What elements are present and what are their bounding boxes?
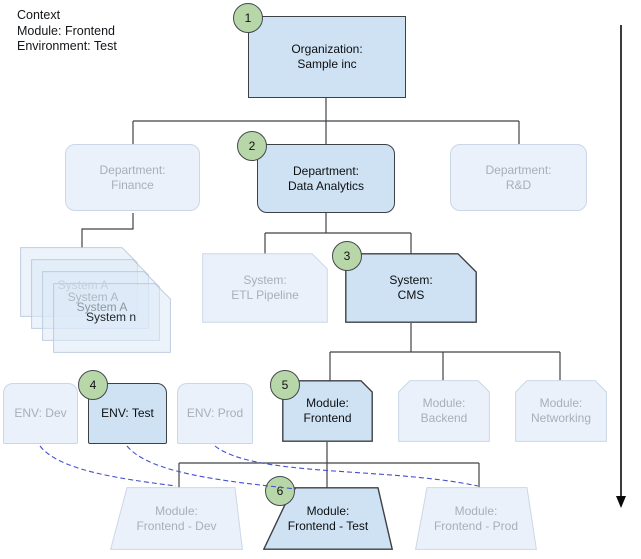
cut-corner-shape xyxy=(345,253,477,323)
node-module-frontend-test-label: Module: Frontend - Test xyxy=(287,503,369,533)
node-organization[interactable]: Organization: Sample inc xyxy=(248,16,406,98)
node-dept-finance[interactable]: Department: Finance xyxy=(65,144,200,211)
step-badge-1: 1 xyxy=(233,3,263,33)
mapping-env-dev-to-frontend-dev xyxy=(39,445,177,487)
node-env-test-label: ENV: Test xyxy=(101,406,154,420)
node-organization-label: Organization: Sample inc xyxy=(291,42,363,71)
node-module-frontend-prod-label: Module: Frontend - Prod xyxy=(433,503,519,533)
node-module-frontend-prod[interactable]: Module: Frontend - Prod xyxy=(415,487,537,550)
stack-label-4: System n xyxy=(85,310,137,324)
bevel-top-shape xyxy=(515,380,607,442)
context-module-line: Module: Frontend xyxy=(17,23,115,38)
node-system-etl-label: System: ETL Pipeline xyxy=(231,273,299,302)
context-legend: Context Module: Frontend Environment: Te… xyxy=(17,8,117,55)
connector-finance-systemstack xyxy=(81,213,134,248)
connector-org-departments xyxy=(132,98,520,145)
node-env-prod[interactable]: ENV: Prod xyxy=(177,383,253,444)
connector-cms-modules xyxy=(329,323,561,381)
node-module-backend-label: Module: Backend xyxy=(420,396,468,425)
stack-label-2: System A xyxy=(67,290,119,304)
node-dept-data-analytics[interactable]: Department: Data Analytics xyxy=(257,144,395,213)
step-badge-3: 3 xyxy=(332,241,362,271)
mapping-env-prod-to-frontend-prod xyxy=(214,445,479,487)
context-environment-line: Environment: Test xyxy=(17,39,117,53)
node-env-prod-label: ENV: Prod xyxy=(186,406,244,420)
step-badge-5: 5 xyxy=(270,370,300,400)
node-env-dev[interactable]: ENV: Dev xyxy=(3,383,78,444)
stack-card-shape xyxy=(53,283,171,353)
node-system-stack[interactable]: System A System A System A System n xyxy=(20,245,172,355)
node-module-backend[interactable]: Module: Backend xyxy=(398,380,490,442)
node-module-networking[interactable]: Module: Networking xyxy=(515,380,607,442)
stack-label-3: System A xyxy=(76,300,128,314)
node-dept-rd-label: Department: R&D xyxy=(485,162,552,192)
node-module-frontend-label: Module: Frontend xyxy=(303,396,352,425)
connector-frontend-envmodules xyxy=(178,442,480,488)
node-module-frontend-dev-label: Module: Frontend - Dev xyxy=(136,503,217,533)
context-title: Context xyxy=(17,8,61,22)
node-dept-finance-label: Department: Finance xyxy=(99,162,166,192)
node-module-networking-label: Module: Networking xyxy=(530,396,592,425)
stack-label-1: System A xyxy=(57,278,109,292)
node-env-dev-label: ENV: Dev xyxy=(14,406,67,420)
node-system-cms-label: System: CMS xyxy=(389,273,433,302)
step-badge-2: 2 xyxy=(237,131,267,161)
timeline-arrow xyxy=(616,25,626,508)
node-system-etl[interactable]: System: ETL Pipeline xyxy=(202,253,328,323)
node-module-frontend-dev[interactable]: Module: Frontend - Dev xyxy=(110,487,243,550)
trapezoid-shape xyxy=(415,487,537,550)
node-dept-rd[interactable]: Department: R&D xyxy=(450,144,587,211)
step-badge-6: 6 xyxy=(265,476,295,506)
node-system-cms[interactable]: System: CMS xyxy=(345,253,477,323)
step-badge-4: 4 xyxy=(78,370,108,400)
node-dept-data-analytics-label: Department: Data Analytics xyxy=(287,163,365,193)
